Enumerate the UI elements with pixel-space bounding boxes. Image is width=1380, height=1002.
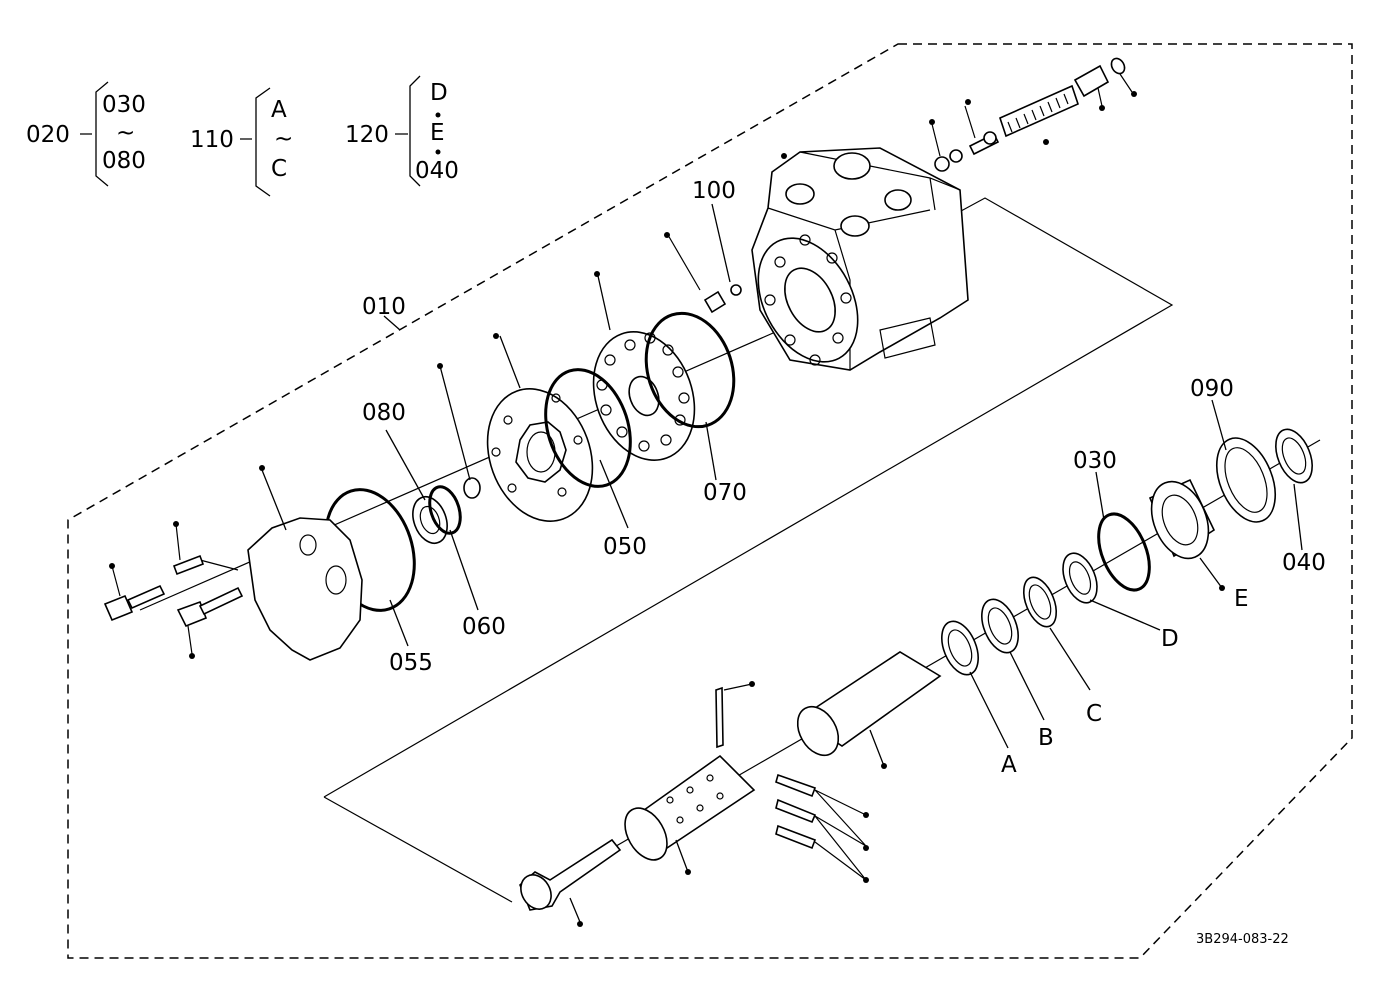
seal-080 (412, 495, 448, 545)
distribution-plate (592, 331, 696, 461)
legend-120-bottom: 040 (415, 158, 459, 184)
label-B: B (1038, 725, 1054, 751)
legend-020-top: 030 (102, 92, 146, 118)
bearing-and-seal-stack (941, 428, 1313, 676)
label-100: 100 (692, 178, 736, 204)
legend-group-020: 020 030 ~ 080 (26, 81, 146, 187)
legend-110-top: A (271, 97, 287, 123)
legend-120-number: 120 (345, 122, 389, 148)
label-030: 030 (1073, 448, 1117, 474)
legend-020-tilde: ~ (116, 120, 135, 146)
legend-020-bottom: 080 (102, 148, 146, 174)
spacer-washer (463, 477, 481, 499)
label-A: A (1001, 752, 1017, 778)
legend-120-top: D (430, 80, 448, 106)
reference-dots (109, 91, 1225, 927)
label-D: D (1161, 626, 1179, 652)
legend-110-bottom: C (271, 156, 287, 182)
label-050: 050 (603, 534, 647, 560)
drawing-code: 3B294-083-22 (1196, 932, 1289, 947)
label-010: 010 (362, 294, 406, 320)
label-040: 040 (1282, 550, 1326, 576)
oring-050 (544, 368, 632, 488)
cover-bolts (103, 523, 244, 655)
label-080: 080 (362, 400, 406, 426)
relief-valve-parts (931, 57, 1133, 172)
assembly-boundary (67, 43, 1353, 959)
check-valve-parts (667, 234, 742, 314)
legend-110-number: 110 (190, 127, 234, 153)
oring-070 (644, 311, 736, 429)
label-E: E (1234, 586, 1249, 612)
legend-110-tilde: ~ (274, 126, 293, 152)
ring-060 (428, 485, 462, 535)
leader-lines (261, 203, 1303, 923)
legend-020-number: 020 (26, 122, 70, 148)
label-060: 060 (462, 614, 506, 640)
legend-120-mid: E (430, 120, 445, 146)
gerotor-set (486, 388, 594, 522)
spool-sleeve-assembly (519, 651, 942, 911)
end-cover (247, 517, 363, 661)
steering-unit-housing (751, 147, 969, 371)
label-055: 055 (389, 650, 433, 676)
legend-group-120: 120 D E 040 (345, 75, 459, 187)
label-070: 070 (703, 480, 747, 506)
label-C: C (1086, 701, 1102, 727)
label-090: 090 (1190, 376, 1234, 402)
legend-group-110: 110 A ~ C (190, 87, 293, 197)
